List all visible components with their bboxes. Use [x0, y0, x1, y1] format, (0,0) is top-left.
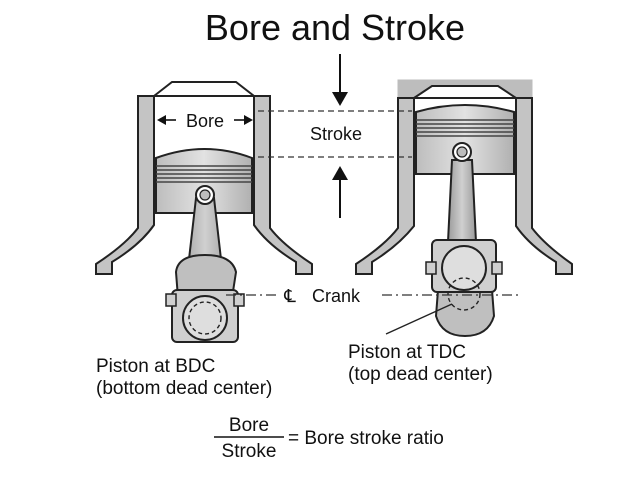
tdc-bolt-left: [425, 261, 437, 275]
bdc-caption-line2: (bottom dead center): [96, 378, 272, 399]
tdc-caption-line1: Piston at TDC: [348, 342, 466, 363]
tdc-connecting-rod: [446, 159, 478, 243]
bdc-wrist-pin-bore: [199, 189, 211, 201]
bdc-bolt-left: [165, 293, 177, 307]
formula-denominator: Stroke: [222, 441, 277, 462]
diagram-title: Bore and Stroke: [205, 7, 465, 48]
tdc-combustion-chamber: [410, 85, 520, 99]
bore-label: Bore: [186, 111, 224, 131]
bdc-right-cylinder-wall: [253, 95, 313, 275]
tdc-caption-line2: (top dead center): [348, 364, 493, 385]
bdc-cylinder-head: [151, 81, 257, 97]
formula-numerator: Bore: [229, 415, 269, 436]
tdc-crank-pin: [441, 245, 487, 291]
tdc-caption-pointer: [385, 303, 453, 335]
bdc-caption-line1: Piston at BDC: [96, 356, 215, 377]
tdc-crank-circle: [447, 277, 481, 311]
bdc-engine: [95, 81, 313, 343]
bdc-crank-circle: [188, 301, 222, 335]
tdc-piston-rings: [416, 119, 514, 137]
tdc-engine: [355, 79, 573, 338]
bdc-bolt-right: [233, 293, 245, 307]
bore-dimension: [157, 115, 253, 125]
bdc-crank-lobe: [174, 253, 238, 299]
stroke-label: Stroke: [310, 124, 362, 144]
tdc-crank-lobe: [434, 289, 496, 338]
formula-result: = Bore stroke ratio: [288, 428, 444, 449]
centerline-symbol: ℄: [283, 286, 296, 306]
tdc-left-cylinder-wall: [355, 97, 415, 275]
bdc-piston: [155, 148, 253, 214]
stroke-arrows: [332, 54, 348, 218]
crank-label: Crank: [312, 286, 361, 306]
stroke-reference-lines: [258, 110, 412, 158]
tdc-bolt-right: [491, 261, 503, 275]
bdc-left-cylinder-wall: [95, 95, 155, 275]
bdc-piston-rings: [156, 165, 252, 183]
tdc-right-cylinder-wall: [515, 97, 573, 275]
tdc-wrist-pin-bore: [456, 146, 468, 158]
